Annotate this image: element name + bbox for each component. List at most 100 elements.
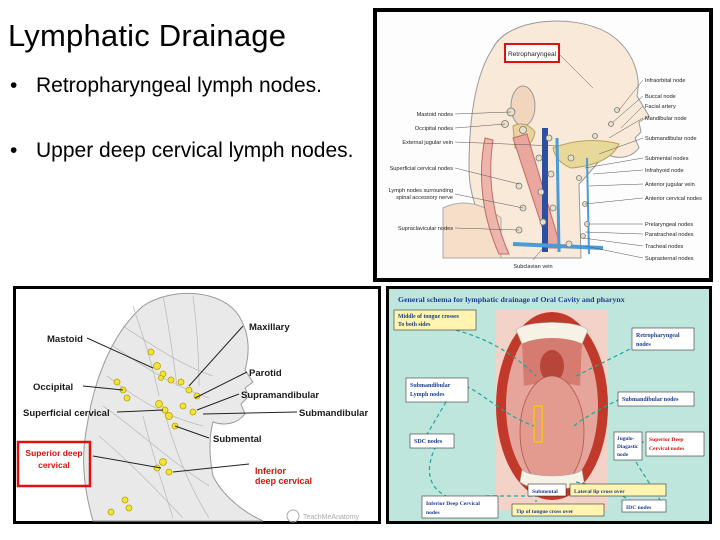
leader-lines — [454, 53, 644, 261]
label-inf-deep-1: Inferior Deep Cervical — [426, 501, 480, 507]
label-jugulo-2: Diagastic — [617, 444, 639, 450]
label-lateral-lip: Lateral lip cross over — [574, 489, 625, 495]
label-sup-deep-1: Superior Deep — [649, 437, 684, 443]
lymph-node-dots — [107, 348, 201, 516]
superior-deep-highlight-box — [16, 440, 92, 488]
tongue-highlight-box — [533, 405, 543, 443]
label-parotid: Parotid — [249, 368, 282, 379]
ear-shape — [510, 85, 536, 127]
label-occipital: Occipital nodes — [415, 126, 453, 132]
bullet-item: • Retropharyngeal lymph nodes. — [8, 72, 358, 99]
label-buccal: Buccal node — [645, 94, 676, 100]
head-neck-diagram: Retropharyngeal Infraorbital node Buccal… — [373, 8, 713, 282]
label-heading: General schema for lymphatic drainage of… — [398, 295, 625, 304]
watermark-logo-icon — [286, 509, 300, 523]
anterior-jugular-vein — [586, 157, 590, 255]
label-superficial-cervical: Superficial cervical nodes — [390, 166, 454, 172]
label-submental: Submental — [213, 434, 262, 445]
bullet-text: Retropharyngeal lymph nodes. — [36, 74, 323, 97]
label-infraorbital: Infraorbital node — [645, 78, 685, 84]
label-facial-artery: Facial artery — [645, 104, 676, 110]
submandibular-lymph-box — [405, 377, 469, 403]
label-anterior-jugular: Anterior jugular vein — [645, 182, 695, 188]
label-submandib-2: Lymph nodes — [410, 392, 445, 398]
label-spinal-accessory-2: spinal accessory nerve — [396, 195, 453, 201]
label-external-jugular: External jugular vein — [402, 140, 453, 146]
label-sdc: SDC nodes — [414, 439, 443, 445]
label-spinal-accessory-1: Lymph nodes surrounding — [389, 188, 453, 194]
right-label-group: Infraorbital node Buccal node Facial art… — [645, 78, 702, 262]
label-mastoid: Mastoid nodes — [417, 112, 454, 118]
label-midline-2: To both sides — [398, 322, 431, 328]
inferior-deep-cervical-box — [421, 495, 499, 519]
label-submandibular: Submandibular — [299, 408, 368, 419]
bullet-text: Upper deep cervical lymph nodes. — [36, 139, 354, 162]
left-label-group: Mastoid nodes Occipital nodes External j… — [389, 112, 454, 232]
idc-nodes-box — [621, 499, 667, 513]
label-submental: Submental nodes — [645, 156, 689, 162]
label-submandib-nodes: Submandibular nodes — [622, 397, 679, 403]
trapezius-muscle — [480, 137, 510, 255]
label-inferior-deep-1: Inferior — [255, 466, 287, 476]
label-inf-deep-2: nodes — [426, 510, 441, 516]
bullet-dot-icon: • — [10, 74, 18, 97]
label-retro-1: Retropharyngeal — [636, 333, 680, 339]
retropharyngeal-highlight-box — [504, 43, 560, 63]
label-anterior-cervical: Anterior cervical nodes — [645, 196, 702, 202]
label-mastoid: Mastoid — [47, 334, 83, 345]
label-submandib-1: Submandibular — [410, 383, 451, 389]
superior-deep-cervical-box — [645, 431, 705, 457]
label-midline-1: Middle of tongue crosses — [398, 314, 460, 320]
label-idc: IDC nodes — [626, 505, 652, 511]
slide-title: Lymphatic Drainage — [8, 18, 287, 53]
head-muscle-silhouette — [83, 292, 264, 522]
lymph-nodes-head-figure: Retropharyngeal Infraorbital node Buccal… — [373, 8, 713, 282]
bullet-list: • Retropharyngeal lymph nodes. • Upper dee… — [8, 72, 358, 202]
label-subclavian: Subclavian vein — [513, 264, 552, 270]
leader-lines — [82, 325, 298, 473]
label-superficial-cervical: Superficial cervical — [23, 408, 110, 419]
label-submandibular: Submandibular node — [645, 136, 697, 142]
bullet-item: • Upper deep cervical lymph nodes. — [8, 137, 358, 164]
label-suprasternal: Suprasternal nodes — [645, 256, 694, 262]
oral-cavity-schema: General schema for lymphatic drainage of… — [386, 286, 712, 524]
label-supraclavicular: Supraclavicular nodes — [398, 226, 453, 232]
lateral-label-group: Mastoid Maxillary Parotid Occipital Supr… — [23, 322, 368, 445]
label-tip-tongue: Tip of tongue cross over — [516, 509, 574, 515]
label-submental: Submental — [532, 489, 558, 495]
label-prelaryngeal: Prelaryngeal nodes — [645, 222, 693, 228]
label-paratracheal: Paratracheal nodes — [645, 232, 694, 238]
label-inferior-deep-2: deep cervical — [255, 476, 312, 486]
oral-cavity-drainage-figure: General schema for lymphatic drainage of… — [386, 286, 712, 524]
lymph-nodes-lateral-figure: Mastoid Maxillary Parotid Occipital Supr… — [13, 286, 381, 524]
node-cluster-top — [501, 107, 620, 248]
bullet-dot-icon: • — [10, 139, 18, 162]
label-mandibular: Mandibular node — [645, 116, 687, 122]
label-supramandibular: Supramandibular — [241, 390, 319, 401]
lateral-neck-diagram: Mastoid Maxillary Parotid Occipital Supr… — [13, 286, 381, 524]
label-sup-deep-2: Cervical nodes — [649, 446, 685, 452]
label-retropharyngeal: Retropharyngeal — [508, 51, 557, 58]
external-jugular-vein — [555, 137, 561, 253]
tongue-shape — [519, 375, 585, 489]
label-infrahyoid: Infrahyoid node — [645, 168, 684, 174]
uvula-pharynx — [540, 350, 564, 382]
label-retro-2: nodes — [636, 342, 651, 348]
submandibular-nodes-box — [617, 391, 695, 407]
submandibular-gland — [552, 140, 620, 169]
tip-of-tongue-box — [511, 503, 605, 517]
midline-crossing-box — [393, 309, 477, 331]
retropharyngeal-box — [631, 327, 695, 351]
label-tracheal: Tracheal nodes — [645, 244, 684, 250]
label-maxillary: Maxillary — [249, 322, 290, 333]
label-jugulo-3: node — [617, 452, 629, 458]
submental-box — [527, 483, 567, 497]
label-occipital: Occipital — [33, 382, 73, 393]
jugulodigastric-box — [613, 431, 643, 461]
label-watermark: TeachMeAnatomy — [303, 514, 360, 521]
lateral-lip-box — [569, 483, 667, 497]
label-superior-deep-1: Superior deep — [25, 448, 82, 458]
label-jugulo-1: Jugulo- — [617, 436, 635, 442]
sdc-nodes-box — [409, 433, 455, 449]
label-superior-deep-2: cervical — [38, 460, 70, 470]
